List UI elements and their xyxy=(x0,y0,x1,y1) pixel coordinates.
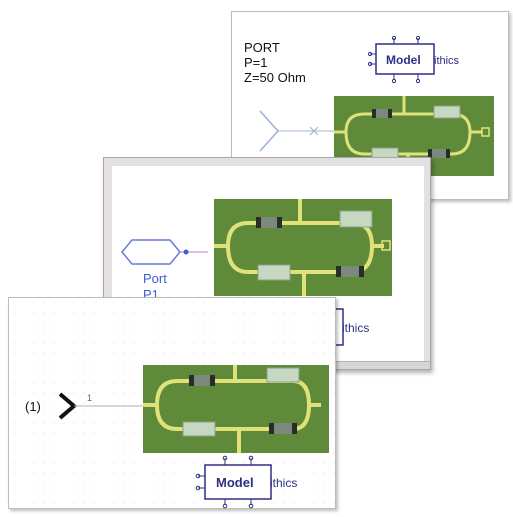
port-label: Port xyxy=(143,271,167,286)
port-name-label: PORT xyxy=(244,40,280,55)
logo-text-light: ithics xyxy=(270,476,297,490)
component-board[interactable] xyxy=(334,96,494,176)
component-board[interactable] xyxy=(214,199,392,296)
logo-text-light: ithics xyxy=(434,55,460,67)
port-hexagon-symbol[interactable] xyxy=(120,234,220,274)
modelithics-logo: Model ithics xyxy=(367,35,460,84)
logo-text-bold: Model xyxy=(216,475,254,490)
modelithics-logo: Model ithics xyxy=(195,455,297,509)
port-symbol[interactable] xyxy=(254,107,364,187)
terminal-symbol[interactable] xyxy=(58,392,148,422)
schematic-window-front[interactable]: (1) 1 Model ithics xyxy=(8,297,336,509)
logo-text-light: ithics xyxy=(342,321,369,335)
logo-text-bold: Model xyxy=(386,53,421,67)
port-number-label: P=1 xyxy=(244,55,268,70)
pin-number: 1 xyxy=(87,393,93,403)
terminal-label: (1) xyxy=(25,399,41,414)
component-board[interactable] xyxy=(143,365,329,453)
port-impedance-label: Z=50 Ohm xyxy=(244,70,306,85)
